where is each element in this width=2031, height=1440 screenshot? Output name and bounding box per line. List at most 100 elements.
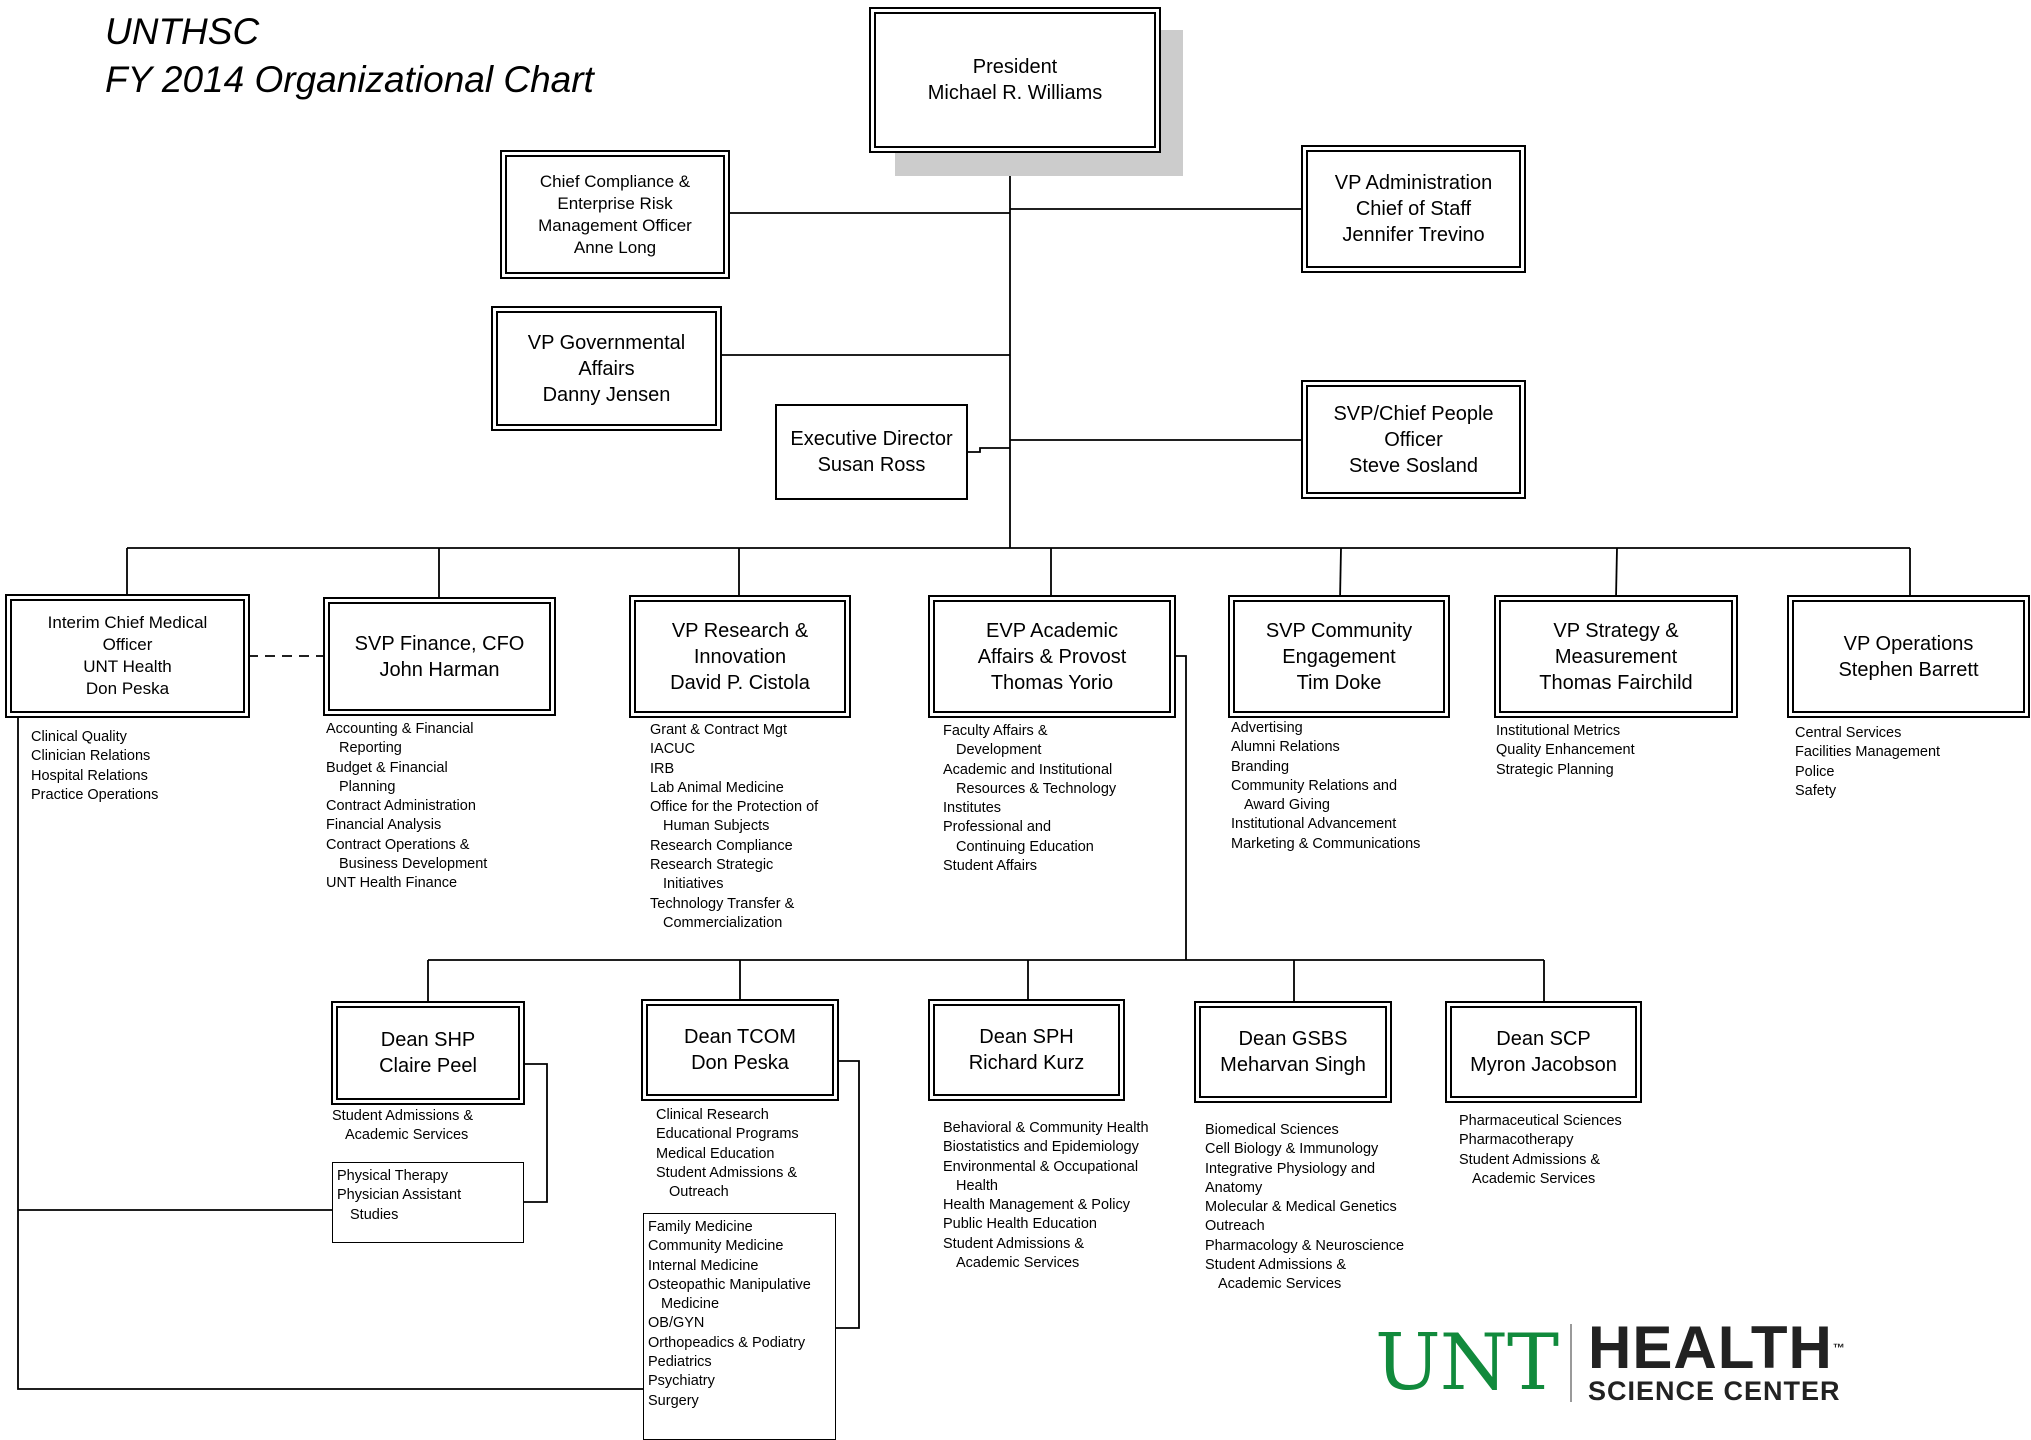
logo-science-center-text: SCIENCE CENTER (1588, 1376, 1841, 1406)
list-item: IACUC (650, 741, 696, 758)
list-item: Community Medicine (648, 1238, 784, 1255)
list-item: Pharmaceutical Sciences (1459, 1113, 1622, 1129)
list-item: Business Development (339, 856, 488, 873)
list-item: Student Admissions & (1205, 1257, 1347, 1274)
shp-list: Student Admissions & Academic Services (332, 1107, 473, 1146)
list-item: Public Health Education (943, 1216, 1097, 1233)
list-item: Medicine (661, 1296, 720, 1313)
list-item: Physical Therapy (337, 1168, 448, 1184)
list-item: Medical Education (656, 1145, 775, 1162)
community-box: SVP Community Engagement Tim Doke (1233, 600, 1445, 713)
list-item: IRB (650, 760, 675, 777)
dean-sph-box: Dean SPH Richard Kurz (933, 1004, 1120, 1096)
president-name: Michael R. Williams (927, 82, 1103, 104)
list-item: Student Admissions & (943, 1235, 1085, 1252)
list-item: Cell Biology & Immunology (1205, 1141, 1379, 1158)
list-item: Osteopathic Manipulative (648, 1276, 811, 1293)
list-item: Accounting & Financial (326, 721, 474, 737)
list-item: Professional and (943, 819, 1052, 836)
list-item: Development (956, 742, 1042, 759)
president-box: President Michael R. Williams (874, 12, 1156, 148)
list-item: Budget & Financial (326, 759, 448, 776)
list-item: Facilities Management (1795, 744, 1941, 761)
list-item: Health (956, 1177, 998, 1194)
president-title: President (972, 56, 1058, 78)
list-item: OB/GYN (648, 1315, 705, 1332)
list-item: Surgery (648, 1392, 699, 1409)
unt-health-logo: UNT HEALTH™ SCIENCE CENTER (1375, 1318, 1846, 1408)
list-item: Faculty Affairs & (943, 723, 1048, 739)
provost-box: EVP Academic Affairs & Provost Thomas Yo… (933, 600, 1171, 713)
list-item: Student Admissions & (332, 1108, 474, 1124)
provost-link (1174, 655, 1187, 960)
list-item: Pharmacology & Neuroscience (1205, 1237, 1405, 1254)
compliance-box: Chief Compliance & Enterprise Risk Manag… (505, 155, 725, 274)
dean-tcom-box: Dean TCOM Don Peska (646, 1004, 834, 1096)
title-line-2: FY 2014 Organizational Chart (105, 59, 594, 100)
list-item: Marketing & Communications (1231, 835, 1421, 852)
list-item: Academic Services (956, 1255, 1080, 1272)
list-item: Police (1795, 763, 1835, 780)
cfo-box: SVP Finance, CFO John Harman (328, 602, 551, 711)
list-item: Human Subjects (663, 818, 770, 835)
research-box: VP Research & Innovation David P. Cistol… (634, 600, 846, 713)
list-item: Reporting (339, 740, 402, 757)
list-item: Hospital Relations (31, 767, 148, 784)
list-item: Office for the Protection of (650, 799, 819, 816)
list-item: Commercialization (663, 914, 783, 931)
list-item: Internal Medicine (648, 1257, 759, 1274)
list-item: Resources & Technology (956, 780, 1117, 797)
list-item: Quality Enhancement (1496, 742, 1635, 759)
operations-box: VP Operations Stephen Barrett (1792, 600, 2025, 713)
list-item: Award Giving (1244, 797, 1330, 814)
list-item: Safety (1795, 782, 1837, 799)
list-item: Outreach (669, 1184, 729, 1201)
list-item: Branding (1231, 758, 1290, 775)
vp-gov-box: VP Governmental Affairs Danny Jensen (496, 311, 717, 426)
link-exec-dir (966, 447, 1010, 453)
list-item: Continuing Education (956, 838, 1094, 855)
list-item: Academic Services (1472, 1170, 1596, 1187)
list-item: Anatomy (1205, 1179, 1263, 1196)
list-item: Strategic Planning (1496, 761, 1614, 778)
list-item: Student Admissions & (1459, 1151, 1601, 1168)
list-item: Pediatrics (648, 1354, 712, 1371)
logo-trademark: ™ (1832, 1341, 1846, 1355)
list-item: Health Management & Policy (943, 1197, 1130, 1214)
list-item: Research Strategic (650, 857, 774, 874)
list-item: Financial Analysis (326, 817, 442, 834)
list-item: UNT Health Finance (326, 875, 458, 892)
list-item: Educational Programs (656, 1126, 799, 1143)
list-item: Practice Operations (31, 786, 159, 803)
list-item: Community Relations and (1231, 777, 1398, 794)
list-item: Contract Administration (326, 798, 476, 815)
title-line-1: UNTHSC (105, 11, 260, 52)
list-item: Psychiatry (648, 1373, 715, 1390)
chart-title: UNTHSC FY 2014 Organizational Chart (105, 8, 594, 104)
list-item: Research Compliance (650, 837, 793, 854)
svp-people-box: SVP/Chief People Officer Steve Sosland (1306, 385, 1521, 494)
list-item: Contract Operations & (326, 836, 470, 853)
list-item: Studies (350, 1206, 399, 1223)
list-item: Biomedical Sciences (1205, 1122, 1339, 1138)
strategy-box: VP Strategy & Measurement Thomas Fairchi… (1499, 600, 1733, 713)
list-item: Academic Services (345, 1127, 469, 1144)
list-item: Environmental & Occupational (943, 1158, 1139, 1175)
list-item: Academic Services (1218, 1276, 1342, 1293)
list-item: Family Medicine (648, 1219, 753, 1235)
list-item: Biostatistics and Epidemiology (943, 1139, 1139, 1156)
list-item: Behavioral & Community Health (943, 1120, 1149, 1136)
list-item: Academic and Institutional (943, 761, 1113, 778)
